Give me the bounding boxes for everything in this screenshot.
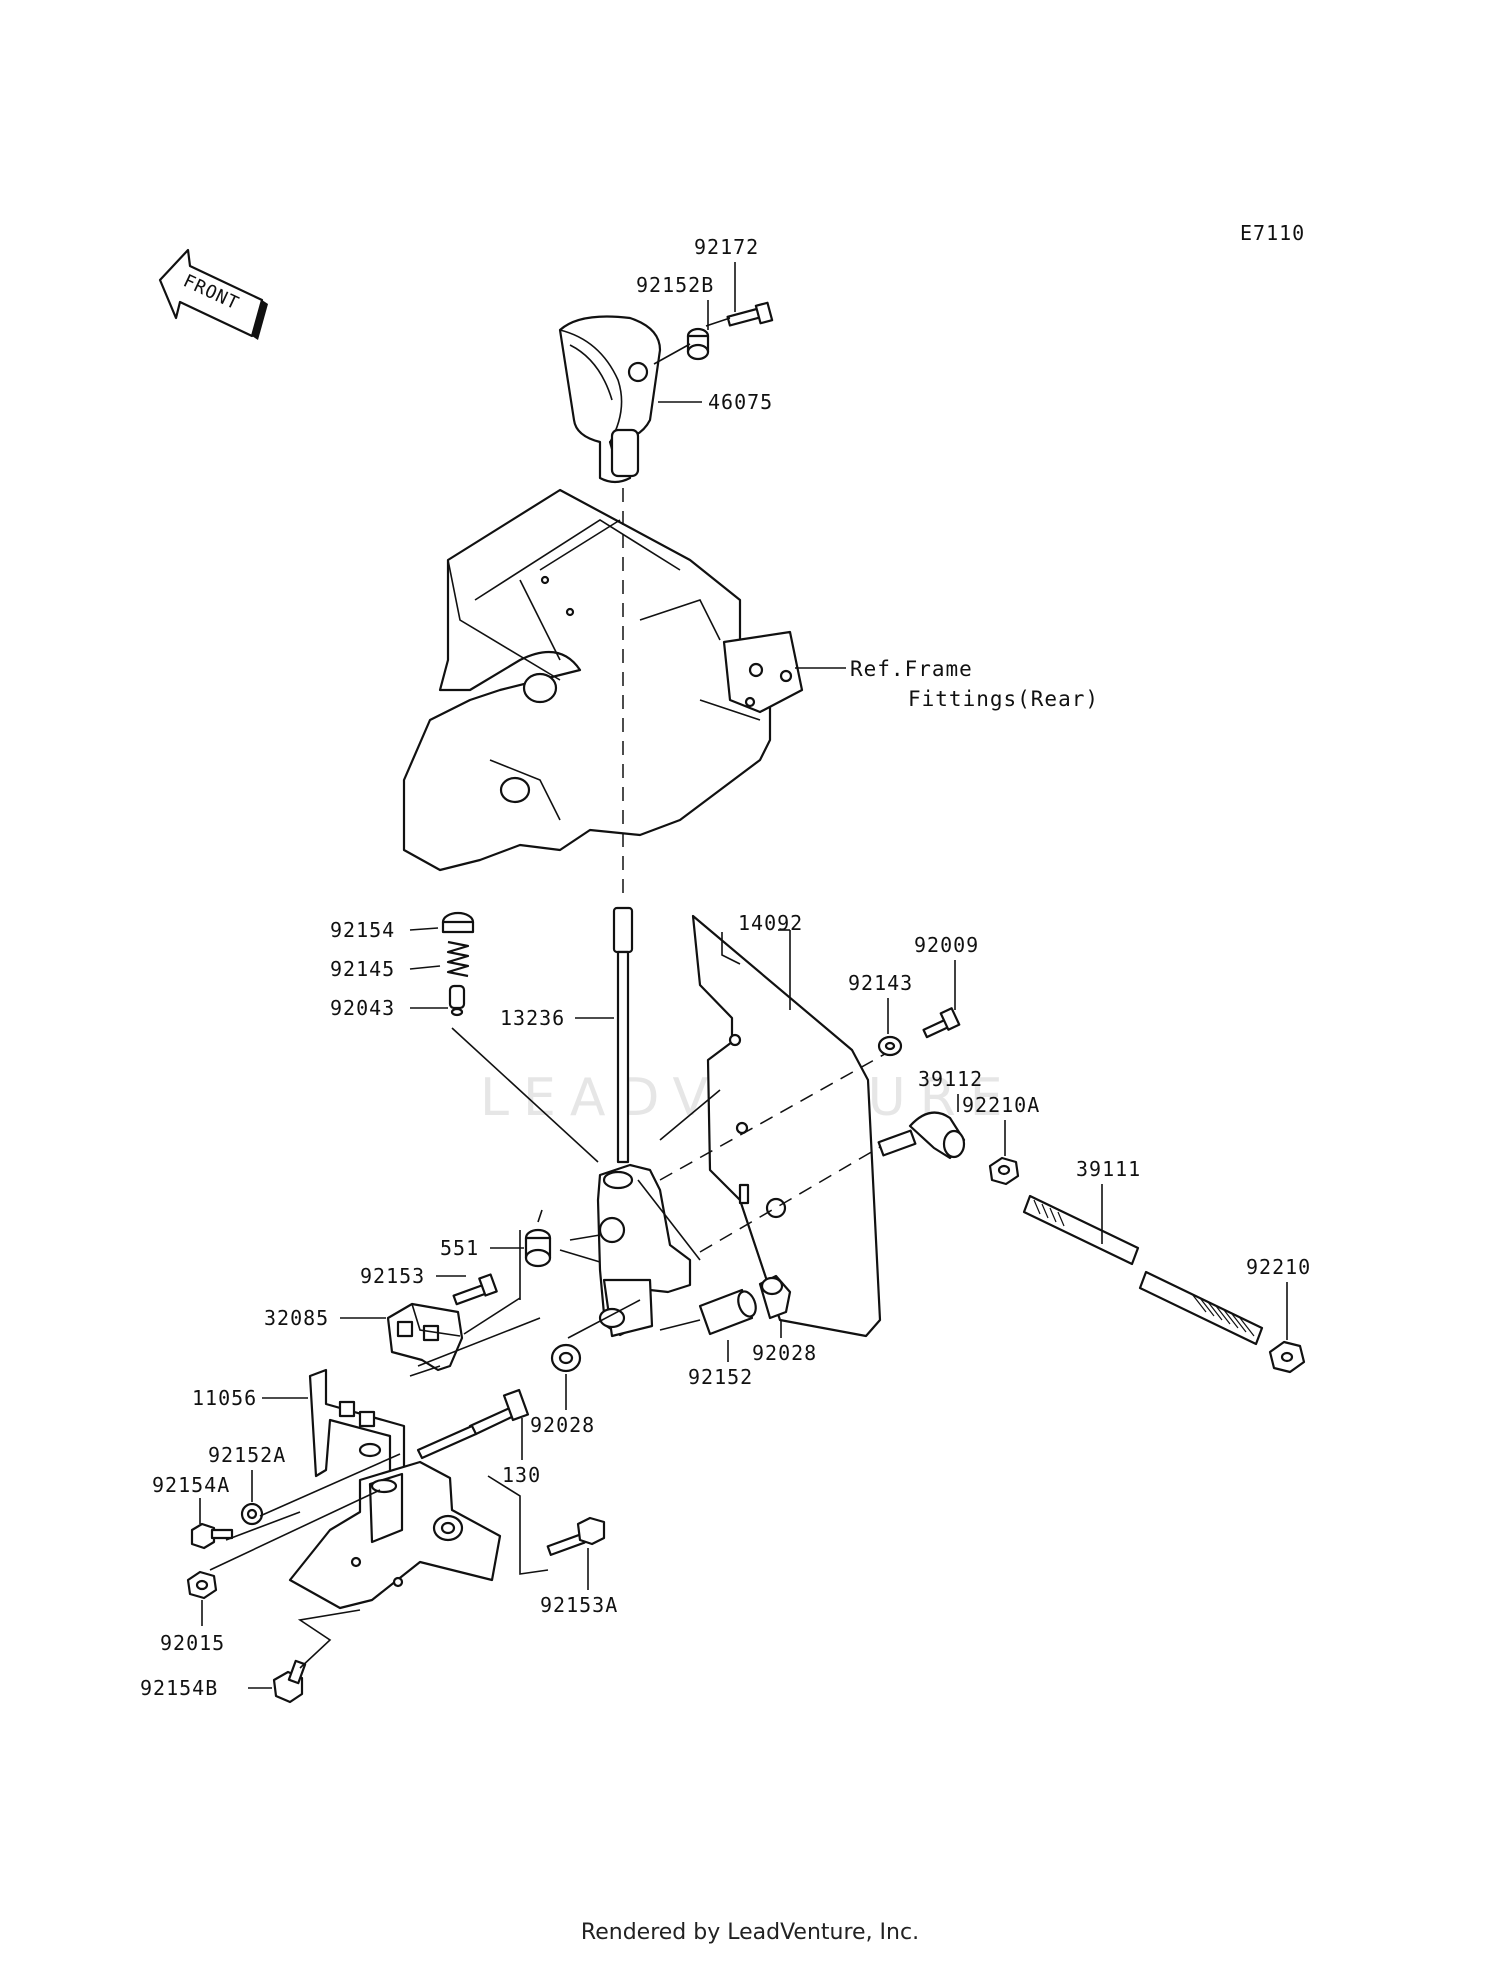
spring-92145: [446, 940, 470, 978]
label-11056: 11056: [192, 1386, 257, 1410]
label-130: 130: [502, 1463, 541, 1487]
label-92009: 92009: [914, 933, 979, 957]
ref-frame-line1: Ref.Frame: [850, 657, 973, 681]
front-arrow-icon: FRONT: [158, 248, 268, 340]
label-32085: 32085: [264, 1306, 329, 1330]
label-92172: 92172: [694, 235, 759, 259]
label-92210a: 92210A: [962, 1093, 1040, 1117]
label-92028-left: 92028: [530, 1413, 595, 1437]
label-13236: 13236: [500, 1006, 565, 1030]
bolt-92153a: [546, 1516, 606, 1556]
label-92152b: 92152B: [636, 273, 714, 297]
lower-bracket: [288, 1460, 502, 1610]
frame-reference: [402, 488, 804, 872]
plug-92154: [441, 911, 475, 934]
washer-92152a: [240, 1502, 264, 1526]
collar-92152: [698, 1288, 757, 1336]
label-92028-right: 92028: [752, 1341, 817, 1365]
gate-plate-14092: [691, 914, 882, 1338]
ref-frame-line2: Fittings(Rear): [908, 687, 1099, 711]
bolt-92154b: [272, 1659, 307, 1704]
label-92154b: 92154B: [140, 1676, 218, 1700]
ball-joint-39112: [877, 1111, 966, 1160]
diagram-id: E7110: [1240, 221, 1305, 245]
bolt-92009: [922, 1007, 961, 1039]
spacer-551: [524, 1228, 552, 1268]
collar-92152b: [686, 327, 710, 361]
screw-92172: [726, 301, 774, 327]
label-92154: 92154: [330, 918, 395, 942]
label-92154a: 92154A: [152, 1473, 230, 1497]
nut-92015: [186, 1570, 218, 1600]
nut-92210: [1268, 1340, 1306, 1374]
collar-92028-right: [758, 1274, 792, 1320]
label-39112: 39112: [918, 1067, 983, 1091]
label-92210: 92210: [1246, 1255, 1311, 1279]
label-39111: 39111: [1076, 1157, 1141, 1181]
label-92143: 92143: [848, 971, 913, 995]
bolt-92153: [452, 1273, 498, 1306]
label-551: 551: [440, 1236, 479, 1260]
pin-92043: [448, 984, 466, 1017]
block-32085: [386, 1302, 464, 1372]
bolt-92154a: [190, 1522, 234, 1550]
lever-shaft: [598, 1278, 654, 1338]
label-14092: 14092: [738, 911, 803, 935]
collar-92143: [877, 1035, 903, 1057]
bracket-11056: [308, 1368, 406, 1478]
bolt-130: [416, 1388, 530, 1460]
shift-knob-46075: [558, 315, 662, 484]
nut-92210a: [988, 1156, 1020, 1186]
label-92153: 92153: [360, 1264, 425, 1288]
label-92145: 92145: [330, 957, 395, 981]
label-92153a: 92153A: [540, 1593, 618, 1617]
shift-rod-13236: [612, 906, 634, 1164]
label-92152a: 92152A: [208, 1443, 286, 1467]
label-92152: 92152: [688, 1365, 753, 1389]
plate-centerline-2: [699, 1139, 893, 1253]
label-46075: 46075: [708, 390, 773, 414]
label-92043: 92043: [330, 996, 395, 1020]
footer-credit: Rendered by LeadVenture, Inc.: [580, 1920, 920, 1945]
collar-92028-left: [550, 1343, 582, 1373]
tie-rod-39111: [1022, 1194, 1264, 1346]
label-92015: 92015: [160, 1631, 225, 1655]
